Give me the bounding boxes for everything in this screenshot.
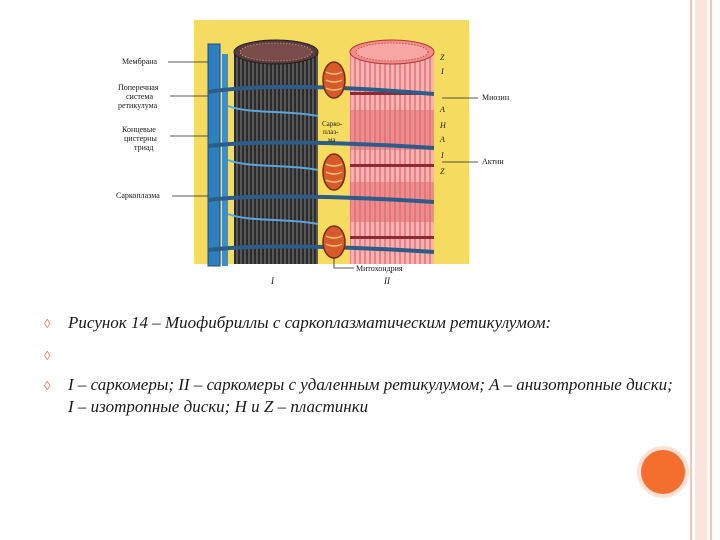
myofibril-illustration: Мембрана Поперечная система ретикулума К… xyxy=(116,20,510,286)
bullet-marker: ◊ xyxy=(44,316,51,331)
decorative-orange-circle xyxy=(641,450,685,494)
band-z-top-line xyxy=(350,92,434,95)
label-cisterns-line3: триад xyxy=(134,143,154,152)
caption-title-text: Рисунок 14 – Миофибриллы с саркоплазмати… xyxy=(68,313,552,332)
label-band-i-top: I xyxy=(440,67,444,76)
band-z-bottom-line xyxy=(350,164,434,167)
myofibril-figure: Мембрана Поперечная система ретикулума К… xyxy=(108,14,564,304)
caption-bullet-legend: ◊ I – саркомеры; II – саркомеры с удален… xyxy=(44,374,674,418)
label-transverse-line3: ретикулума xyxy=(118,101,158,110)
right-border-stripe-inner xyxy=(710,0,712,540)
myofibril-light-top-dots xyxy=(355,42,429,62)
label-mitochondria: Митохондрия xyxy=(356,264,403,273)
reticulum-tube xyxy=(222,54,228,266)
label-band-i-bottom: I xyxy=(440,151,444,160)
mitochondrion-2 xyxy=(322,153,346,191)
label-band-z-top: Z xyxy=(440,53,445,62)
t-tubule-3 xyxy=(207,194,435,204)
label-band-h: H xyxy=(439,121,447,130)
label-transverse-line1: Поперечная xyxy=(118,83,159,92)
mitochondrion-3 xyxy=(322,225,346,259)
reticulum-strand-3 xyxy=(227,213,319,225)
label-band-z-bottom: Z xyxy=(440,167,445,176)
label-sarcoplasm: Саркоплазма xyxy=(116,191,160,200)
t-tubule-4 xyxy=(207,244,435,254)
mitochondrion-1 xyxy=(322,61,346,99)
label-cisterns-line2: цистерны xyxy=(124,134,157,143)
caption-bullet-empty: ◊ xyxy=(44,344,674,366)
label-sarcoplasm-mid-2: плаз- xyxy=(323,128,339,136)
caption-legend-text: I – саркомеры; II – саркомеры с удаленны… xyxy=(68,375,673,416)
myofibril-light-body xyxy=(350,52,434,264)
label-sarcoplasm-mid-1: Сарко- xyxy=(322,120,343,128)
label-membrane: Мембрана xyxy=(122,57,158,66)
t-tubule-2 xyxy=(207,140,435,150)
bullet-marker: ◊ xyxy=(44,348,51,363)
label-transverse-line2: система xyxy=(126,92,153,101)
myofibril-dark-body xyxy=(234,52,318,264)
caption-bullet-title: ◊ Рисунок 14 – Миофибриллы с саркоплазма… xyxy=(44,312,674,336)
t-tubule-1 xyxy=(207,84,435,96)
reticulum-strand-2 xyxy=(227,159,319,171)
label-myosin: Миозин xyxy=(482,93,510,102)
reticulum-strand-1 xyxy=(227,105,319,117)
caption-list: ◊ Рисунок 14 – Миофибриллы с саркоплазма… xyxy=(44,312,674,426)
myofibril-dark-top-dots xyxy=(239,42,313,62)
mitochondria-leader xyxy=(333,258,354,269)
label-actin: Актин xyxy=(482,157,504,166)
bullet-marker: ◊ xyxy=(44,378,51,393)
label-sarcoplasm-mid-3: ма xyxy=(328,136,336,144)
right-border-stripe-outer xyxy=(690,0,692,540)
band-z-third-line xyxy=(350,236,434,239)
label-roman-1: I xyxy=(270,276,275,286)
label-cisterns-line1: Концевые xyxy=(122,125,156,134)
label-band-a-top: A xyxy=(439,105,445,114)
right-border-stripe-main xyxy=(695,0,707,540)
membrane-tube xyxy=(207,43,221,267)
label-band-a-bottom: A xyxy=(439,135,445,144)
label-roman-2: II xyxy=(383,276,391,286)
